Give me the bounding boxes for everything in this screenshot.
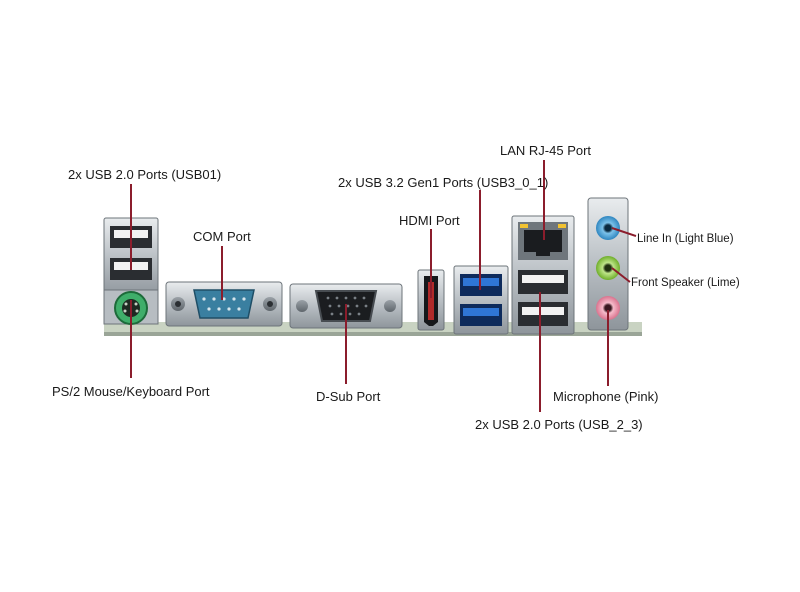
label-ps2: PS/2 Mouse/Keyboard Port: [52, 384, 210, 399]
hdmi-port: [417, 269, 445, 331]
lan-usb2-stack: [511, 215, 575, 335]
board-edge-shadow: [104, 332, 642, 336]
label-lan: LAN RJ-45 Port: [500, 143, 592, 158]
label-hdmi: HDMI Port: [399, 213, 460, 228]
label-usb2-bottom: 2x USB 2.0 Ports (USB_2_3): [475, 417, 643, 432]
front-speaker-jack: [596, 256, 620, 280]
label-line-in: Line In (Light Blue): [637, 233, 734, 245]
com-port: [165, 281, 283, 327]
leader-lines: [130, 160, 637, 412]
microphone-jack: [596, 296, 620, 320]
label-com: COM Port: [193, 229, 251, 244]
leader-front-speaker: [611, 267, 631, 283]
leader-line-in: [611, 227, 637, 237]
label-dsub: D-Sub Port: [316, 389, 381, 404]
label-microphone: Microphone (Pink): [553, 389, 659, 404]
label-usb2-top: 2x USB 2.0 Ports (USB01): [68, 167, 222, 182]
label-front-speaker: Front Speaker (Lime): [631, 277, 740, 289]
line-in-jack: [596, 216, 620, 240]
label-usb32: 2x USB 3.2 Gen1 Ports (USB3_0_1): [338, 175, 549, 190]
